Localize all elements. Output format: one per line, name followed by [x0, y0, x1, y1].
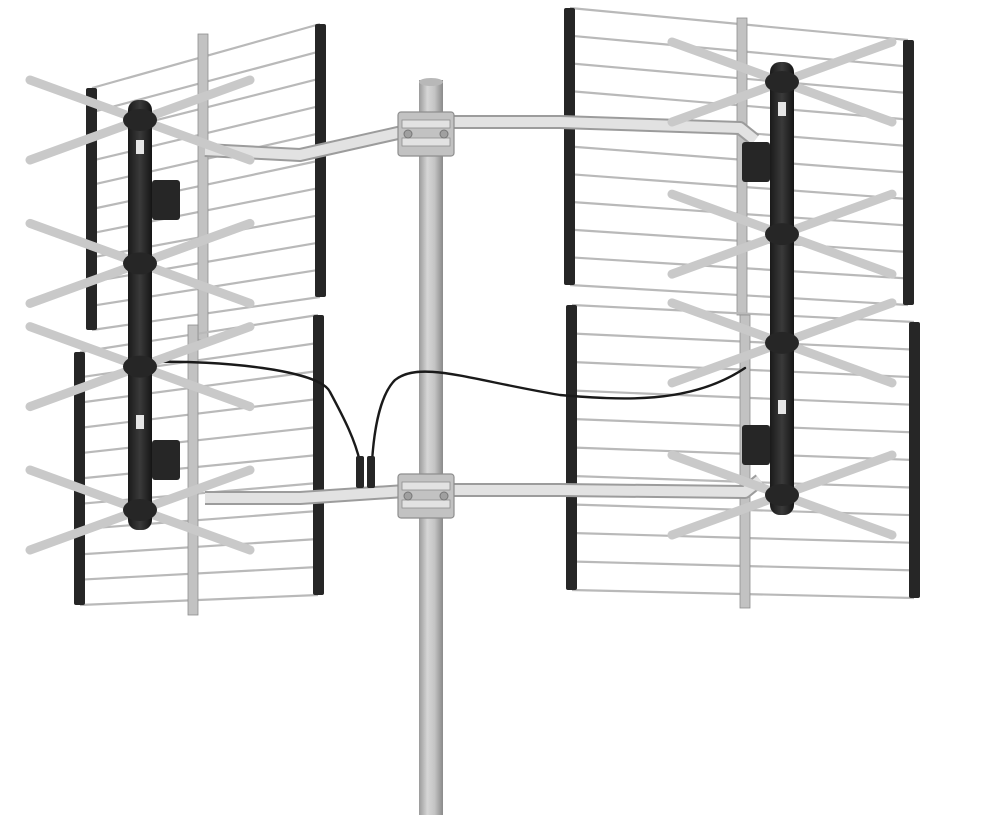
mount-bracket	[152, 440, 180, 480]
bowtie-whisker	[777, 229, 897, 279]
bowtie-hub	[765, 71, 799, 93]
bowtie-whisker	[135, 322, 255, 372]
clamp-band	[401, 119, 451, 129]
bowtie-whisker	[135, 115, 255, 165]
cable-connector-left	[356, 456, 364, 488]
bowtie-whisker	[667, 229, 787, 279]
bowtie-whisker	[777, 450, 897, 500]
bowtie-spine	[770, 62, 794, 515]
bowtie-whisker	[25, 362, 145, 412]
spine-window	[778, 102, 786, 116]
bowtie-whisker	[135, 75, 255, 125]
clamp-band	[401, 499, 451, 509]
bowtie-whisker	[25, 505, 145, 555]
mount-bracket	[152, 180, 180, 220]
reflector-rod	[79, 453, 319, 480]
clamp-band	[401, 137, 451, 147]
bowtie-whisker	[777, 37, 897, 87]
reflector-rod	[79, 565, 319, 581]
bowtie-whisker	[667, 77, 787, 127]
spine-window	[136, 140, 144, 154]
mast-clamp-upper	[397, 111, 455, 157]
reflector-rod	[79, 425, 319, 455]
bowtie-hub	[123, 252, 157, 275]
clamp-band	[401, 481, 451, 491]
bowtie-whisker	[667, 450, 787, 500]
antenna-panel-upper-left	[86, 22, 326, 341]
end-cap-right	[909, 322, 920, 598]
bowtie-whisker	[777, 298, 897, 348]
bowtie-whisker	[25, 115, 145, 165]
end-cap-left	[564, 8, 575, 285]
bolt	[439, 491, 449, 501]
bowtie-whisker	[667, 189, 787, 239]
mast-clamp-lower	[397, 473, 455, 519]
mount-bracket	[742, 425, 770, 465]
end-cap-left	[566, 305, 577, 590]
reflector-rod	[79, 537, 319, 556]
bowtie-whisker	[667, 490, 787, 540]
bowtie-hub	[765, 484, 799, 506]
support-rail	[187, 324, 199, 616]
support-rail	[197, 33, 209, 341]
bowtie-whisker	[135, 258, 255, 308]
bowtie-spine	[128, 100, 152, 530]
reflector-rod	[79, 593, 319, 607]
bowtie-whisker	[135, 505, 255, 555]
bowtie-hub	[123, 109, 157, 131]
bowtie-whisker	[25, 258, 145, 308]
bowtie-whisker	[25, 465, 145, 515]
spine-window	[136, 415, 144, 429]
bolt	[403, 491, 413, 501]
bowtie-whisker	[135, 465, 255, 515]
bowtie-assembly-right	[667, 37, 897, 540]
bolt	[439, 129, 449, 139]
end-cap-left	[86, 88, 97, 330]
cable-connector-right	[367, 456, 375, 488]
bolt	[403, 129, 413, 139]
bowtie-whisker	[667, 37, 787, 87]
bowtie-whisker	[25, 218, 145, 268]
bowtie-hub	[123, 499, 157, 521]
arm-upper-right	[440, 117, 759, 144]
bowtie-assembly-left	[25, 75, 255, 555]
coax-cable-right	[370, 366, 747, 464]
mast-cap	[419, 78, 443, 86]
bowtie-hub	[123, 355, 157, 378]
mast-pole	[419, 80, 443, 815]
bowtie-whisker	[777, 490, 897, 540]
bowtie-whisker	[135, 218, 255, 268]
bowtie-whisker	[777, 189, 897, 239]
end-cap-left	[74, 352, 85, 605]
bowtie-whisker	[667, 338, 787, 388]
bowtie-hub	[765, 331, 799, 354]
mount-bracket	[742, 142, 770, 182]
bowtie-hub	[765, 223, 799, 246]
reflector-rod	[79, 397, 319, 429]
end-cap-right	[903, 40, 914, 305]
arm-lower-left	[205, 485, 421, 503]
bowtie-whisker	[25, 75, 145, 125]
reflector-rod	[79, 313, 319, 354]
spine-window	[778, 400, 786, 414]
bowtie-whisker	[135, 362, 255, 412]
bowtie-whisker	[667, 298, 787, 348]
bowtie-whisker	[777, 77, 897, 127]
end-cap-right	[313, 315, 324, 595]
coax-cable-left	[148, 360, 362, 464]
bowtie-whisker	[777, 338, 897, 388]
bowtie-whisker	[25, 322, 145, 372]
reflector-rod	[79, 509, 319, 531]
end-cap-right	[315, 24, 326, 297]
